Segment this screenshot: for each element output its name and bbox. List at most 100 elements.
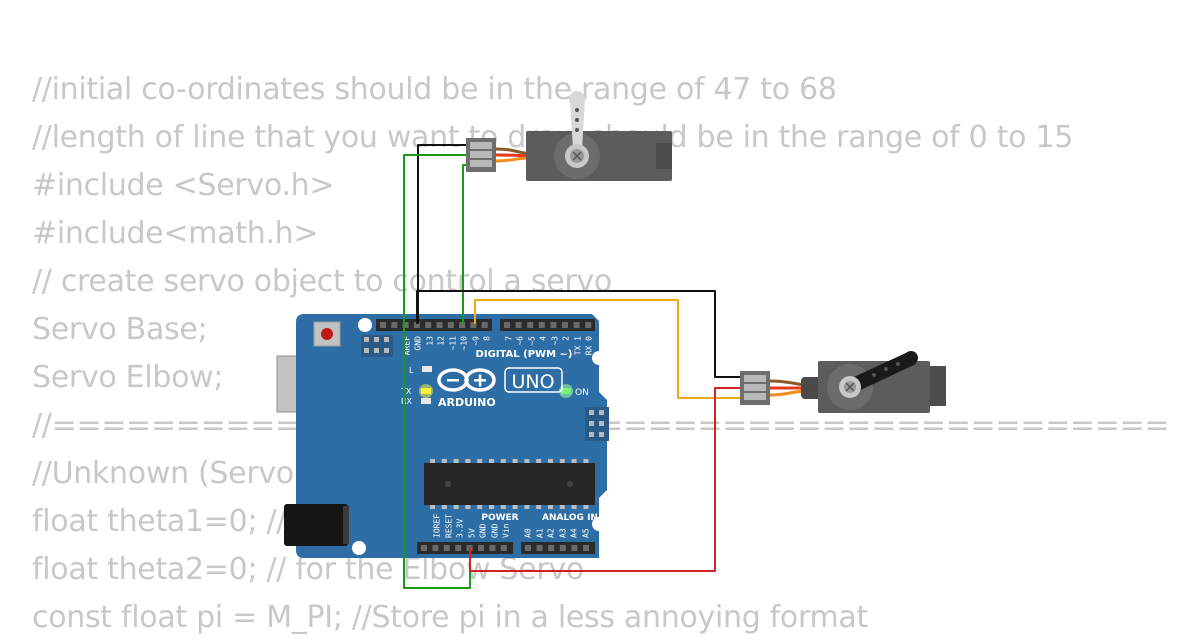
servo-motor-elbow[interactable] [740, 351, 946, 413]
digital-pin-label: ~5 [528, 336, 537, 346]
digital-pwm-label: DIGITAL (PWM ~) [476, 349, 573, 360]
pin-hole[interactable] [500, 545, 507, 551]
code-line: Servo Elbow; [32, 360, 224, 395]
pin-hole[interactable] [548, 545, 555, 551]
pin-hole[interactable] [402, 322, 409, 328]
pin-hole[interactable] [515, 322, 522, 328]
analog-pin-label: A2 [547, 528, 556, 538]
pin-hole[interactable] [583, 545, 589, 551]
pin-hole[interactable] [455, 545, 462, 551]
digital-pin-label: 8 [483, 336, 492, 341]
digital-pin-label: 13 [426, 336, 435, 346]
digital-pin-label: ~10 [460, 336, 469, 351]
code-line: //length of line that you want to draw s… [32, 120, 1074, 155]
chip-leg [524, 459, 530, 463]
digital-pin-label: GND [414, 336, 423, 351]
chip-leg [465, 505, 471, 509]
digital-pin-header[interactable] [376, 319, 595, 331]
pin-hole[interactable] [421, 545, 427, 551]
chip-leg [571, 505, 577, 509]
pin-hole[interactable] [478, 545, 484, 551]
digital-pin-label: ~9 [472, 336, 481, 346]
code-line: //initial co-ordinates should be in the … [32, 72, 837, 107]
pin-hole[interactable] [459, 322, 466, 328]
chip-leg [571, 459, 577, 463]
code-line: const float pi = M_PI; //Store pi in a l… [32, 600, 868, 635]
tx-led [421, 388, 431, 394]
pin-hole[interactable] [443, 545, 450, 551]
code-line: Servo Base; [32, 312, 208, 347]
chip-leg [559, 505, 565, 509]
pin-hole[interactable] [481, 322, 488, 328]
mounting-hole [358, 318, 372, 332]
on-led-label: ON [575, 388, 589, 398]
reset-button-cap[interactable] [321, 328, 333, 340]
dc-power-jack [284, 504, 348, 546]
chip-leg [453, 505, 459, 509]
pin-hole[interactable] [447, 322, 454, 328]
wire-green-servo1-signal[interactable] [462, 164, 471, 324]
arduino-infinity-logo [437, 368, 496, 392]
pin-hole[interactable] [380, 322, 386, 328]
wire-green-servo1-5v[interactable] [403, 154, 471, 589]
power-pin-label: GND [479, 523, 488, 538]
wire-red-servo2-5v[interactable] [469, 387, 744, 572]
analog-pin-label: A1 [536, 528, 545, 538]
uno-badge [504, 367, 563, 393]
analog-pin-label: A3 [559, 528, 568, 538]
chip-leg [430, 505, 435, 509]
digital-pin-label: ~6 [516, 336, 525, 346]
wire-orange-servo2-signal[interactable] [474, 299, 744, 399]
pin-hole[interactable] [425, 322, 432, 328]
pin-hole[interactable] [559, 545, 566, 551]
on-led [561, 388, 571, 394]
pin-hole[interactable] [562, 322, 568, 328]
chip-leg [512, 505, 518, 509]
power-pin-label: RESET [445, 514, 454, 538]
power-pin-label: 5V [468, 528, 477, 538]
chip-leg [500, 505, 506, 509]
code-line: #include<math.h> [32, 216, 319, 251]
chip-leg [489, 505, 494, 509]
pin-hole[interactable] [585, 322, 592, 328]
pin-hole[interactable] [489, 545, 496, 551]
digital-pin-label: 2 [562, 336, 571, 341]
uno-badge-text: UNO [511, 371, 554, 393]
chip-leg [548, 459, 553, 463]
tx-led-label: TX [400, 387, 412, 396]
pin-hole[interactable] [573, 322, 580, 328]
digital-pin-label: RX 0 [585, 336, 594, 355]
digital-pin-label: AREF [403, 336, 412, 355]
wire-black-servo2-gnd[interactable] [416, 290, 744, 378]
pin-hole[interactable] [432, 545, 439, 551]
pin-hole[interactable] [391, 322, 398, 328]
power-analog-pin-header[interactable] [417, 542, 595, 554]
digital-pin-label: 12 [437, 336, 446, 346]
pin-hole[interactable] [536, 545, 543, 551]
arduino-logo-text: ARDUINO [438, 396, 496, 409]
pin-hole[interactable] [436, 322, 443, 328]
mounting-hole [352, 541, 366, 555]
servo-motor-base[interactable] [466, 91, 672, 181]
analog-in-label: ANALOG IN [542, 513, 598, 523]
pin-hole[interactable] [538, 322, 545, 328]
digital-pin-label: 4 [539, 336, 548, 341]
digital-pin-label: 7 [505, 336, 514, 341]
pin-hole[interactable] [525, 545, 531, 551]
pin-hole[interactable] [504, 322, 510, 328]
chip-leg [441, 505, 447, 509]
chip-leg [477, 459, 483, 463]
wire-black-servo1-gnd[interactable] [417, 144, 471, 324]
pin-hole[interactable] [470, 322, 477, 328]
chip-leg [536, 459, 542, 463]
chip-leg [559, 459, 565, 463]
analog-pin-label: A4 [570, 528, 579, 538]
pin-hole[interactable] [413, 322, 420, 328]
chip-leg [453, 459, 459, 463]
pin-hole[interactable] [550, 322, 557, 328]
pin-hole[interactable] [571, 545, 578, 551]
pin-hole[interactable] [527, 322, 534, 328]
chip-leg [583, 505, 589, 509]
